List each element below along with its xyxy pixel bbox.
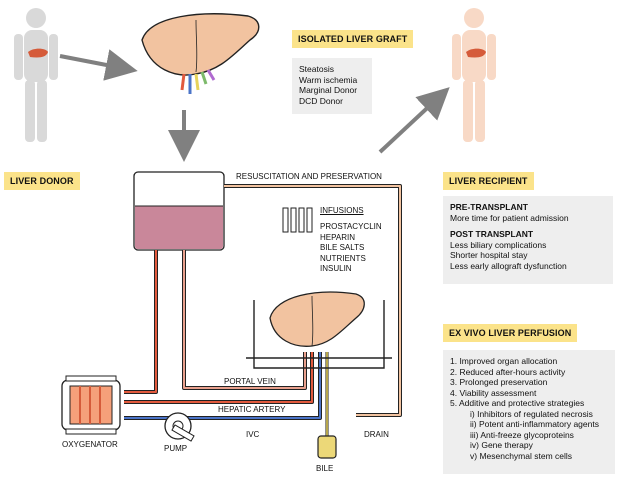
donor-liver-icon [28, 48, 48, 58]
pump [164, 412, 195, 442]
ex-vivo-item: 3. Prolonged preservation [450, 377, 548, 387]
infusion-syringes [282, 207, 313, 233]
recipient-liver-icon [466, 48, 486, 58]
infusion-item: BILE SALTS [320, 243, 365, 252]
tag-liver-donor: LIVER DONOR [4, 172, 80, 190]
pre-transplant-title: PRE-TRANSPLANT [450, 202, 528, 212]
ex-vivo-item: 4. Viability assessment [450, 387, 537, 398]
ex-vivo-subitem: ii) Potent anti-inflammatory agents [470, 419, 599, 429]
ex-vivo-item: 1. Improved organ allocation [450, 356, 558, 366]
condition-item: Marginal Donor [299, 85, 358, 95]
pre-transplant-item: More time for patient admission [450, 212, 569, 223]
perfused-liver [269, 291, 365, 347]
label-drain: DRAIN [364, 430, 389, 439]
bile-bag [317, 435, 337, 459]
label-bile: BILE [316, 464, 334, 473]
graft-conditions-box: Steatosis Warm ischemia Marginal Donor D… [292, 58, 372, 114]
label-ivc: IVC [246, 430, 260, 439]
infusion-item: PROSTACYCLIN [320, 222, 382, 231]
label-infusions: INFUSIONS [320, 206, 364, 215]
label-resuscitation: RESUSCITATION AND PRESERVATION [236, 172, 382, 181]
condition-item: DCD Donor [299, 95, 343, 106]
label-hepatic-artery: HEPATIC ARTERY [218, 405, 286, 414]
arrow-machine-to-recipient [378, 87, 450, 154]
ex-vivo-item: 2. Reduced after-hours activity [450, 366, 566, 377]
label-pump: PUMP [164, 444, 188, 453]
arrow-donor-to-graft [59, 49, 138, 81]
tag-isolated-liver-graft: ISOLATED LIVER GRAFT [292, 30, 414, 48]
post-transplant-title: POST TRANSPLANT [450, 229, 534, 239]
condition-item: Warm ischemia [299, 74, 358, 85]
post-transplant-item: Less biliary complications [450, 239, 547, 250]
label-oxygenator: OXYGENATOR [62, 440, 118, 449]
infusion-item: INSULIN [320, 264, 352, 273]
ex-vivo-item: 5. Additive and protective strategies [450, 398, 585, 408]
condition-item: Steatosis [299, 64, 334, 74]
infusion-list: PROSTACYCLIN HEPARIN BILE SALTS NUTRIENT… [320, 222, 382, 275]
tag-ex-vivo-perfusion: EX VIVO LIVER PERFUSION [443, 324, 578, 342]
organ-chamber [246, 300, 392, 369]
isolated-liver-graft [141, 13, 260, 94]
ex-vivo-benefits-box: 1. Improved organ allocation 2. Reduced … [443, 350, 615, 474]
recipient-silhouette [452, 8, 496, 142]
oxygenator [61, 375, 121, 435]
ex-vivo-subitem: i) Inhibitors of regulated necrosis [470, 408, 593, 419]
reservoir [133, 171, 225, 251]
infusion-item: NUTRIENTS [320, 253, 366, 263]
post-transplant-item: Shorter hospital stay [450, 250, 528, 260]
ex-vivo-subitem: iv) Gene therapy [470, 440, 533, 450]
donor-silhouette [14, 8, 58, 142]
label-portal-vein: PORTAL VEIN [224, 377, 276, 386]
post-transplant-item: Less early allograft dysfunction [450, 260, 567, 271]
infusion-item: HEPARIN [320, 232, 355, 242]
tag-liver-recipient: LIVER RECIPIENT [443, 172, 534, 190]
ex-vivo-subitem: v) Mesenchymal stem cells [470, 450, 573, 461]
recipient-benefits-box: PRE-TRANSPLANT More time for patient adm… [443, 196, 613, 284]
ex-vivo-subitem: iii) Anti-freeze glycoproteins [470, 429, 574, 440]
